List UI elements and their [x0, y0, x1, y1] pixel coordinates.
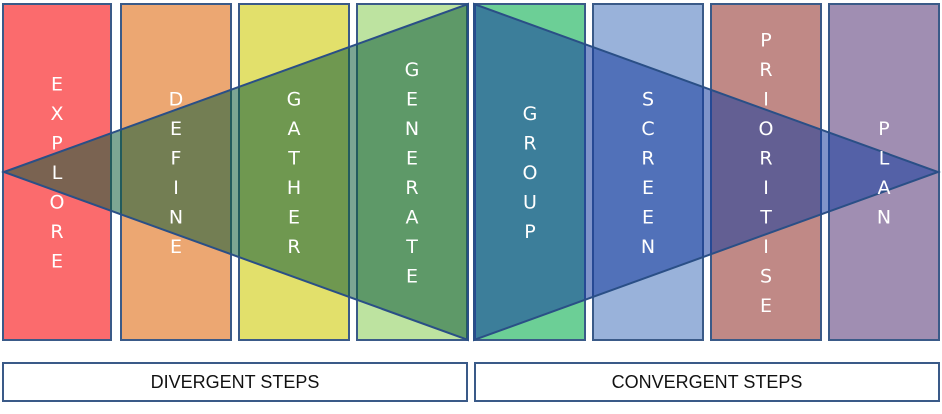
convergent-steps-label: CONVERGENT STEPS — [474, 362, 940, 402]
divergent-steps-label: DIVERGENT STEPS — [2, 362, 468, 402]
divergent-triangle — [1, 2, 469, 342]
convergent-triangle — [473, 2, 941, 342]
